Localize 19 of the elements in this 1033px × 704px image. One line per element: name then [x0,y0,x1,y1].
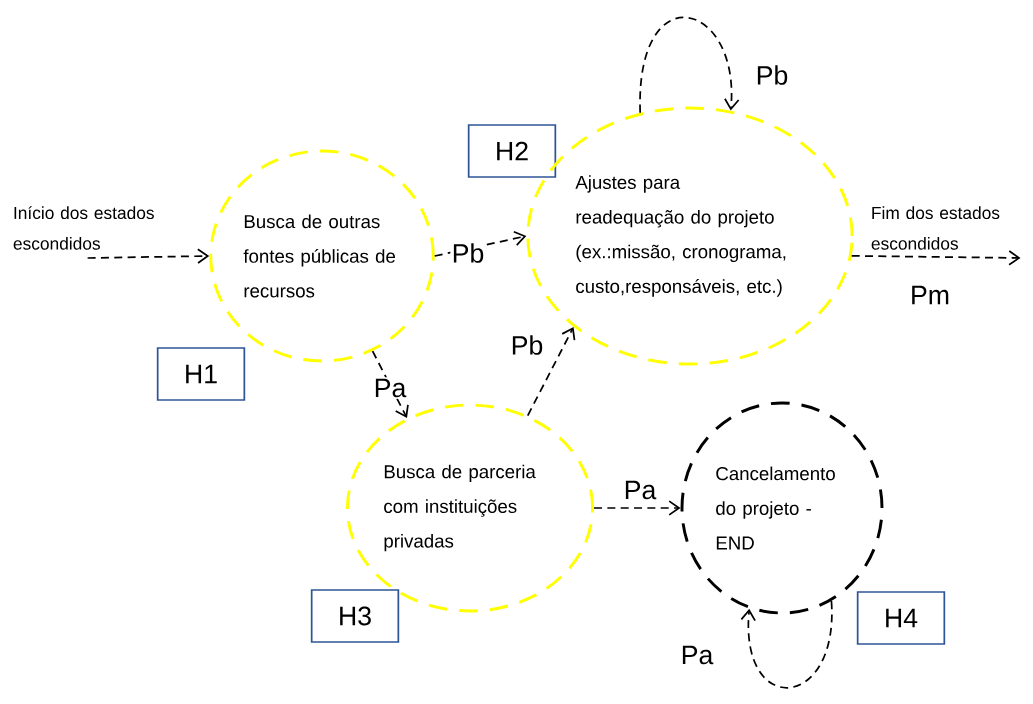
edge-label: Pa [372,377,408,399]
state-label: Fim dos estados escondidos [871,206,1000,250]
state-tag: H3 [310,589,400,643]
edge-label: Pa [622,479,658,501]
edge-label: Pb [450,241,486,265]
edge-label: Pm [908,284,952,306]
arrow [86,248,210,264]
arrow [526,326,576,417]
state-tag: H2 [467,124,557,178]
state-label: Início dos estados escondidos [13,206,154,250]
state-tag: H4 [856,591,946,645]
arrow [639,16,740,114]
edge-label: Pa [679,644,715,666]
edge-label: Pb [754,63,790,87]
arrow [371,350,409,419]
state-tag: H1 [156,347,246,401]
arrow [850,250,1021,266]
arrow [593,500,681,516]
arrow [740,600,833,689]
